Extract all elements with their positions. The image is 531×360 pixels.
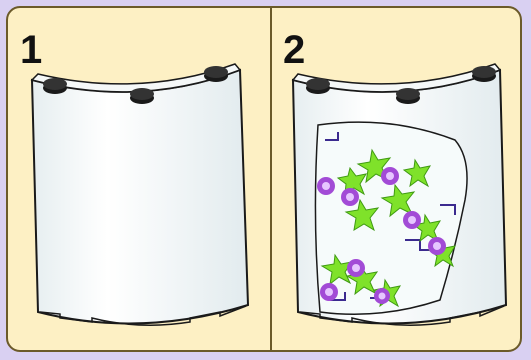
flower-icon [374, 288, 390, 304]
stud-icon [306, 78, 330, 94]
flower-icon [347, 259, 365, 277]
flower-sticker [315, 122, 467, 314]
stud-icon [43, 78, 67, 94]
flower-icon [320, 283, 338, 301]
stud-icon [204, 66, 228, 82]
flower-icon [381, 167, 399, 185]
stud-icon [130, 88, 154, 104]
stud-icon [396, 88, 420, 104]
flower-icon [341, 188, 359, 206]
curved-panel-brick-step-1 [32, 64, 248, 325]
curved-panel-brick-step-2 [293, 64, 506, 325]
stud-icon [472, 66, 496, 82]
flower-icon [317, 177, 335, 195]
flower-icon [403, 211, 421, 229]
flower-icon [428, 237, 446, 255]
